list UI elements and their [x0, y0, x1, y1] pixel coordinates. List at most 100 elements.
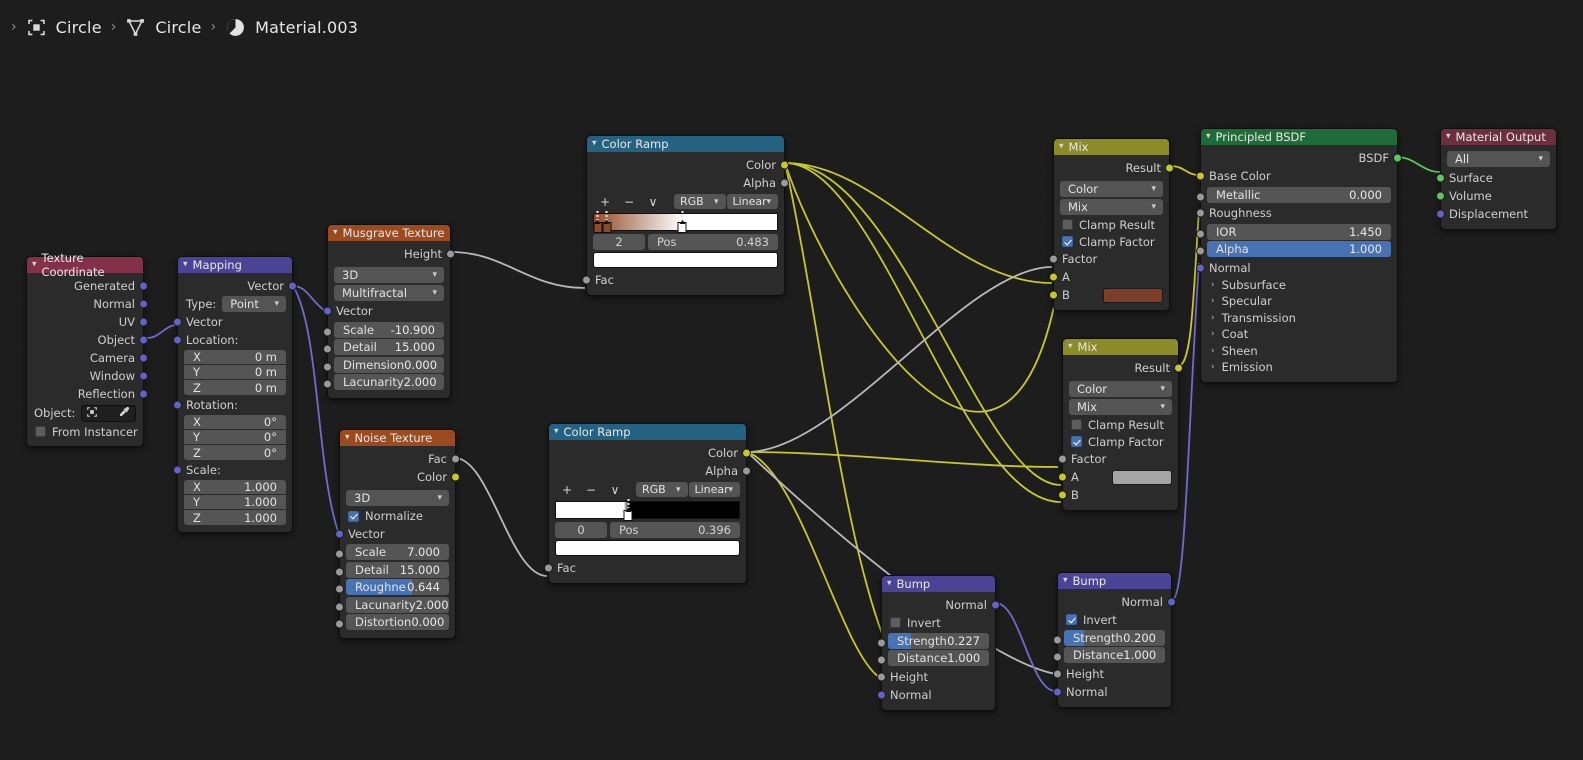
bump1-strength-row[interactable]: Strength 0.227: [877, 632, 995, 649]
mix2-blend-mode-dropdown[interactable]: Mix ▾: [1069, 398, 1172, 415]
panel-transmission[interactable]: › Transmission: [1201, 310, 1397, 327]
socket-row-noise-fac[interactable]: Fac: [340, 450, 460, 468]
collapse-chevron-icon[interactable]: ▾: [345, 432, 350, 442]
socket-row-surface[interactable]: Surface: [1436, 169, 1556, 187]
node-bump-2[interactable]: ▾ Bump Normal Invert Strength 0.200: [1053, 572, 1176, 708]
node-header-color-ramp-1[interactable]: ▾ Color Ramp: [587, 136, 784, 152]
socket-normal-out[interactable]: [991, 600, 1000, 610]
invert-checkbox[interactable]: [890, 617, 901, 628]
clamp-factor-checkbox[interactable]: [1062, 236, 1073, 247]
node-material-output[interactable]: ▾ Material Output All ▾ Surface Volume D…: [1436, 128, 1557, 230]
mapping-type-dropdown[interactable]: Point ▾: [222, 296, 286, 312]
location-y-field[interactable]: Y 0 m: [184, 365, 286, 380]
mix2-a-color-swatch[interactable]: [1112, 469, 1172, 485]
node-bump-1[interactable]: ▾ Bump Normal Invert Strength 0.227: [877, 575, 1000, 711]
socket-location[interactable]: [173, 335, 182, 345]
socket-row-principled-normal[interactable]: Normal: [1196, 259, 1397, 277]
socket-row-noise-color[interactable]: Color: [340, 468, 460, 486]
ramp2-pos-field[interactable]: Pos 0.396: [610, 522, 740, 538]
socket-displacement[interactable]: [1436, 209, 1445, 218]
socket-fac-in[interactable]: [582, 275, 591, 285]
ramp1-stop-0[interactable]: [593, 211, 603, 233]
socket-factor-in[interactable]: [1058, 454, 1067, 464]
socket-b-in[interactable]: [1049, 290, 1058, 300]
collapse-chevron-icon[interactable]: ▾: [183, 259, 188, 269]
socket-vector-in[interactable]: [335, 529, 344, 538]
ramp2-gradient-strip[interactable]: [555, 499, 740, 521]
musgrave-lacunarity-row[interactable]: Lacunarity 2.000: [323, 374, 450, 390]
socket-generated[interactable]: [139, 281, 148, 291]
collapse-chevron-icon[interactable]: ▾: [592, 138, 597, 148]
location-vector-group[interactable]: X 0 m Y 0 m Z 0 m: [184, 350, 286, 395]
socket-fac-out[interactable]: [451, 454, 460, 464]
socket-row-rotation[interactable]: Rotation:: [173, 396, 292, 414]
bump2-invert-row[interactable]: Invert: [1058, 611, 1171, 628]
socket-base-color[interactable]: [1196, 171, 1205, 181]
node-header-bump-2[interactable]: ▾ Bump: [1058, 573, 1171, 589]
socket-row-bump2-normal-out[interactable]: Normal: [1058, 593, 1176, 611]
bump1-distance-row[interactable]: Distance 1.000: [877, 650, 995, 666]
socket-normal-out[interactable]: [1167, 597, 1176, 607]
ramp-remove-stop-button[interactable]: −: [623, 194, 635, 209]
node-mix-2[interactable]: ▾ Mix Result Color ▾ Mix ▾ Clamp Result: [1058, 338, 1183, 511]
node-mapping[interactable]: ▾ Mapping Vector Type: Point ▾ Vector: [173, 256, 297, 533]
noise-normalize-row[interactable]: Normalize: [340, 508, 455, 525]
node-principled-bsdf[interactable]: ▾ Principled BSDF BSDF Base Color Metall…: [1196, 128, 1402, 383]
socket-row-location[interactable]: Location:: [173, 331, 292, 349]
socket-row-noise-vector[interactable]: Vector: [335, 525, 455, 543]
socket-row-mix1-b[interactable]: B: [1049, 286, 1169, 304]
bump2-strength-field[interactable]: Strength 0.200: [1064, 629, 1165, 646]
socket-row-bump1-height[interactable]: Height: [877, 668, 995, 686]
mix1-data-type-dropdown[interactable]: Color ▾: [1060, 181, 1163, 197]
node-texture-coordinate[interactable]: ▾ Texture Coordinate Generated Normal UV…: [26, 251, 148, 447]
socket-row-musgrave-vector[interactable]: Vector: [323, 302, 450, 320]
socket-volume[interactable]: [1436, 191, 1445, 200]
ramp2-index-pos-row[interactable]: 0 Pos 0.396: [555, 522, 740, 538]
node-mix-1[interactable]: ▾ Mix Result Color ▾ Mix ▾ Clamp Result: [1049, 138, 1174, 311]
ramp2-stop-0-selected[interactable]: [623, 499, 633, 521]
mapping-type-row[interactable]: Type: Point ▾: [178, 295, 292, 313]
socket-height-in[interactable]: [877, 672, 886, 681]
musgrave-dimension-row[interactable]: Dimension 0.000: [323, 356, 450, 373]
panel-sheen[interactable]: › Sheen: [1201, 343, 1397, 360]
eyedropper-icon[interactable]: [118, 405, 131, 421]
socket-row-displacement[interactable]: Displacement: [1436, 205, 1556, 223]
principled-metallic-row[interactable]: Metallic 0.000: [1196, 186, 1397, 203]
musgrave-dimension-dropdown[interactable]: 3D ▾: [334, 267, 444, 283]
node-color-ramp-2[interactable]: ▾ Color Ramp Color Alpha + − ∨ RGB ▾: [544, 423, 751, 584]
socket-fac-in[interactable]: [544, 563, 553, 573]
breadcrumb-item-mesh[interactable]: Circle: [125, 17, 201, 38]
socket-distance[interactable]: [1053, 652, 1062, 662]
socket-detail[interactable]: [323, 344, 332, 354]
socket-row-ramp2-color[interactable]: Color: [549, 444, 751, 462]
socket-alpha[interactable]: [1196, 246, 1205, 256]
mix1-clamp-factor-row[interactable]: Clamp Factor: [1054, 233, 1169, 250]
collapse-chevron-icon[interactable]: ▾: [1063, 575, 1068, 585]
ramp-menu-button[interactable]: ∨: [648, 194, 658, 209]
ramp1-index-field[interactable]: 2: [593, 234, 645, 250]
musgrave-scale-row[interactable]: Scale -10.900: [323, 321, 450, 338]
socket-ior[interactable]: [1196, 229, 1205, 238]
collapse-chevron-icon[interactable]: ▾: [554, 426, 559, 436]
clamp-factor-checkbox[interactable]: [1071, 436, 1082, 447]
socket-row-roughness[interactable]: Roughness: [1196, 204, 1397, 222]
scale-vector-group[interactable]: X 1.000 Y 1.000 Z 1.000: [184, 480, 286, 525]
noise-detail-row[interactable]: Detail 15.000: [335, 561, 455, 578]
socket-row-mix1-factor[interactable]: Factor: [1049, 250, 1169, 268]
socket-row-ramp1-color[interactable]: Color: [587, 156, 789, 174]
collapse-chevron-icon[interactable]: ▾: [887, 578, 892, 588]
mix1-blend-mode-dropdown[interactable]: Mix ▾: [1060, 198, 1163, 215]
socket-row-base-color[interactable]: Base Color: [1196, 167, 1397, 185]
socket-row-ramp2-fac[interactable]: Fac: [544, 559, 746, 577]
rotation-vector-group[interactable]: X 0° Y 0° Z 0°: [184, 415, 286, 460]
socket-a-in[interactable]: [1058, 472, 1067, 482]
ramp2-color-mode-dropdown[interactable]: RGB ▾: [636, 482, 688, 497]
socket-row-bump1-normal-in[interactable]: Normal: [877, 686, 995, 704]
musgrave-detail-row[interactable]: Detail 15.000: [323, 339, 450, 355]
socket-surface[interactable]: [1436, 173, 1445, 182]
panel-coat[interactable]: › Coat: [1201, 326, 1397, 343]
socket-color-out[interactable]: [742, 448, 751, 458]
socket-row-bump2-height[interactable]: Height: [1053, 665, 1171, 683]
socket-row-mix1-a[interactable]: A: [1049, 268, 1169, 286]
